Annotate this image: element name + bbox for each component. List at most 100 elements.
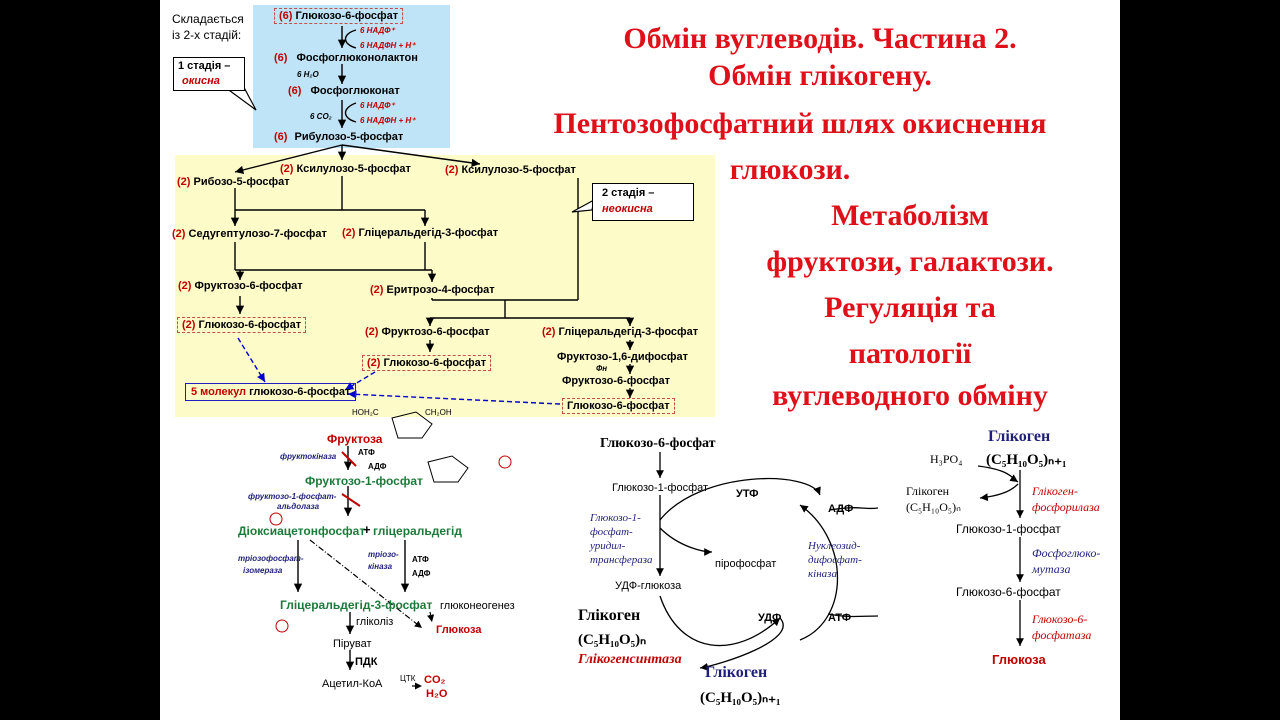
fructose-hoh2c: HOH₂C [352, 408, 379, 417]
ga3p-b-count: (2) [542, 326, 556, 338]
gl-glycogen: Глікоген [988, 428, 1051, 445]
stage2-label: 2 стадія – [602, 187, 655, 199]
g6p-b-count: (2) [367, 357, 381, 369]
five-molecules-name: глюкозо-6-фосфат [249, 386, 351, 398]
gl-mutase-2: мутаза [1032, 562, 1071, 576]
gl-phosphatase-2: фосфатаза [1032, 628, 1092, 642]
fructose-6p-b: (2) Фруктозо-6-фосфат [365, 326, 490, 338]
title-line-1: Обмін вуглеводів. Частина 2. [623, 22, 1017, 55]
pgl-count: (6) [274, 52, 288, 64]
fructose-name: Фруктоза [327, 432, 383, 446]
connector-layer [220, 26, 1024, 690]
fructose-ch2oh: CH₂OH [425, 408, 452, 417]
f6p-a-name: Фруктозо-6-фосфат [194, 280, 303, 292]
fk-atp: АТФ [358, 448, 375, 457]
title-line-5: Метаболізм [831, 199, 989, 232]
five-molecules-box: 5 молекул глюкозо-6-фосфат [185, 383, 357, 401]
ribulose-5p: (6) Рибулозо-5-фосфат [274, 131, 403, 143]
g6p-start: (6) Глюкозо-6-фосфат [274, 8, 404, 24]
triokinase-1: тріозо- [368, 550, 399, 559]
pgl-name: Фосфоглюконолактон [296, 52, 418, 64]
nadph-2: 6 НАДФН + Н⁺ [360, 116, 416, 125]
gs-atp: АТФ [828, 612, 852, 624]
ru5p-count: (6) [274, 131, 288, 143]
gl-h3po4: H₃PO₄ [930, 452, 963, 466]
tim-2: ізомераза [243, 566, 283, 575]
s7p-count: (2) [172, 228, 186, 240]
slide: Обмін вуглеводів. Частина 2. Обмін гліко… [160, 0, 1120, 720]
g6p-b: (2) Глюкозо-6-фосфат [362, 355, 492, 371]
tim-1: тріозофосфат- [238, 554, 304, 563]
h2o-label: 6 H₂O [297, 70, 319, 79]
glycolysis: гліколіз [356, 616, 394, 628]
r5p-name: Рибозо-5-фосфат [193, 176, 290, 188]
ga3p-a-count: (2) [342, 227, 356, 239]
ga3p-a-name: Гліцеральдегід-3-фосфат [358, 227, 499, 239]
stage2-name: неокисна [602, 203, 653, 215]
r5p-count: (2) [177, 176, 191, 188]
xu5p-b-name: Ксилулозо-5-фосфат [461, 164, 576, 176]
nadp-1: 6 НАДФ⁺ [360, 26, 395, 35]
ppp-intro-1: Складається [172, 12, 244, 26]
sedoheptulose-7p: (2) Седугептулозо-7-фосфат [172, 228, 327, 240]
ribose-5p: (2) Рибозо-5-фосфат [177, 176, 290, 188]
pg-count: (6) [288, 85, 302, 97]
pdk: ПДК [355, 656, 378, 668]
gs-utp: УТФ [736, 488, 759, 500]
f6p-b-name: Фруктозо-6-фосфат [381, 326, 490, 338]
xu5p-b-count: (2) [445, 164, 459, 176]
stage1-label: 1 стадія – [178, 60, 231, 72]
aldolase-1: фруктозо-1-фосфат- [248, 492, 337, 501]
gs-enzyme1-4: трансфераза [590, 554, 653, 566]
gs-synthase: Глікогенсинтаза [578, 652, 682, 667]
gs-g1p: Глюкозо-1-фосфат [612, 482, 709, 494]
stage1-panel [253, 5, 450, 148]
gl-formula-n: (C₅H₁₀O₅)ₙ [906, 500, 961, 514]
tca: ЦТК [400, 674, 416, 683]
gs-glycogen-out: Глікоген [705, 664, 768, 681]
nadp-2: 6 НАДФ⁺ [360, 101, 395, 110]
fructose-glucose: Глюкоза [436, 624, 482, 636]
f6p-a-count: (2) [178, 280, 192, 292]
gl-phosphatase-1: Глюкозо-6- [1032, 612, 1088, 626]
aldolase-2: альдолаза [277, 502, 320, 511]
fructokinase: фруктокіназа [280, 452, 337, 461]
gs-udp: УДФ [758, 612, 782, 624]
fructose-1p: Фруктозо-1-фосфат [305, 474, 423, 488]
title-line-4: глюкози. [729, 153, 851, 186]
stage1-callout [173, 57, 245, 91]
five-molecules-prefix: 5 молекул [191, 386, 247, 398]
gs-g6p: Глюкозо-6-фосфат [600, 436, 716, 451]
g6p-a-count: (2) [182, 319, 196, 331]
tk-adp: АДФ [412, 569, 431, 578]
fructose-6p-c: Фруктозо-6-фосфат [562, 375, 671, 387]
xylulose-5p-b: (2) Ксилулозо-5-фосфат [445, 164, 576, 176]
g6p-b-name: Глюкозо-6-фосфат [383, 357, 487, 369]
co2-label: 6 CO₂ [310, 112, 332, 121]
ga3p: Гліцеральдегід-3-фосфат [280, 598, 433, 612]
gl-g6p: Глюкозо-6-фосфат [956, 585, 1061, 599]
g6p-a-name: Глюкозо-6-фосфат [198, 319, 302, 331]
gs-adp: АДФ [828, 503, 854, 515]
title-line-2: Обмін глікогену. [708, 59, 932, 92]
title-line-9: вуглеводного обміну [772, 379, 1048, 412]
title-line-3: Пентозофосфатний шлях окиснення [553, 107, 1047, 140]
gs-enzyme1-2: фосфат- [590, 526, 633, 538]
ga3p-b-name: Гліцеральдегід-3-фосфат [558, 326, 699, 338]
gluconeogenesis: глюконеогенез [440, 600, 515, 612]
s7p-name: Седугептулозо-7-фосфат [188, 228, 327, 240]
glyceraldehyde-3p-a: (2) Гліцеральдегід-3-фосфат [342, 227, 498, 239]
fructose-6p-a: (2) Фруктозо-6-фосфат [178, 280, 303, 292]
triokinase-2: кіназа [368, 562, 393, 571]
gs-enzyme2-3: кіназа [808, 568, 837, 580]
gs-enzyme2-2: дифосфат- [808, 554, 862, 566]
ppp-intro-2: із 2-х стадій: [172, 28, 242, 42]
gs-glycogen: Глікоген [578, 607, 641, 624]
gl-formula-n1: (C₅H₁₀O₅)ₙ₊₁ [986, 452, 1067, 468]
fructose-16dp: Фруктозо-1,6-дифосфат [557, 351, 688, 363]
out-co2: CO₂ [424, 674, 446, 686]
e4p-count: (2) [370, 284, 384, 296]
title-line-6: фруктози, галактози. [766, 245, 1054, 278]
phosphogluconolactone: (6) Фосфоглюконолактон [274, 52, 418, 64]
